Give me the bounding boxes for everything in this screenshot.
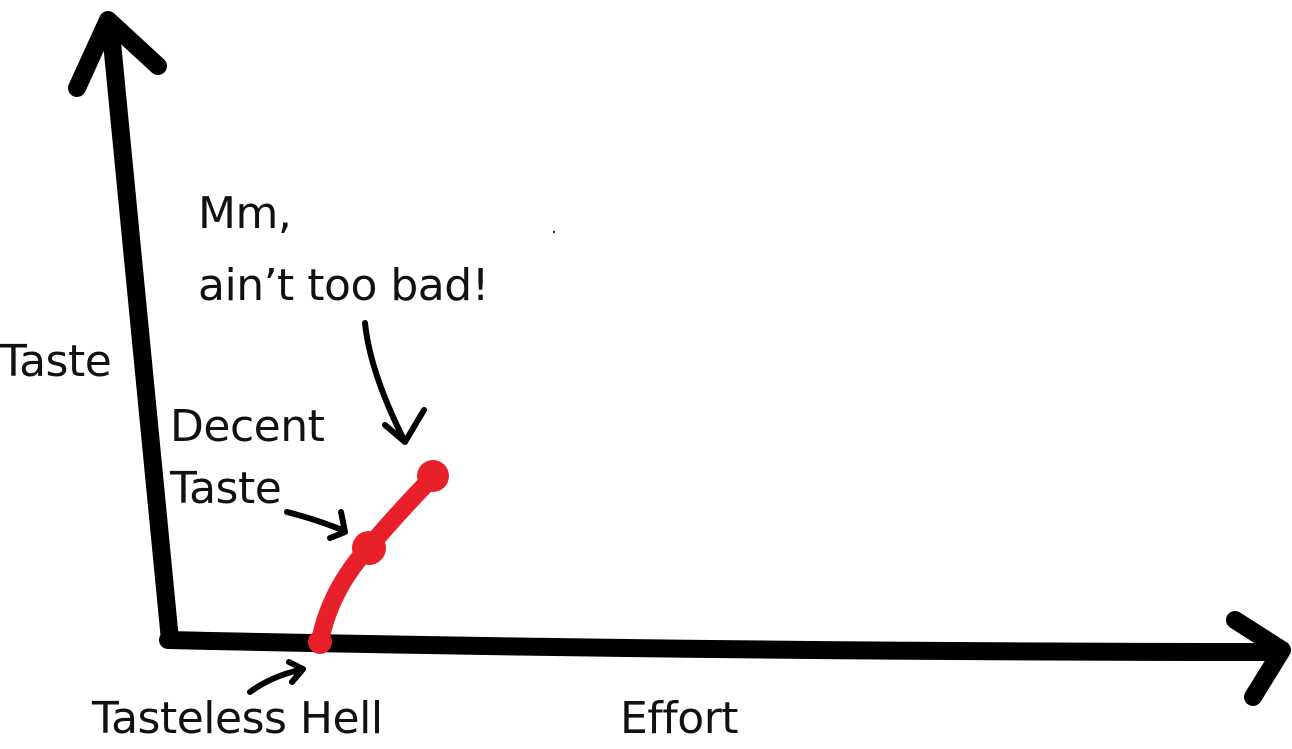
- y-axis: [68, 11, 179, 649]
- annotation-mm-line2: ain’t too bad!: [198, 260, 489, 311]
- speck: [552, 230, 556, 234]
- point-tasteless-hell: [308, 630, 332, 654]
- y-axis-label: Taste: [0, 336, 112, 387]
- x-axis-arrowhead: [1226, 611, 1291, 706]
- annotation-decent-taste: Decent Taste: [170, 396, 370, 520]
- annotation-mm-line1: Mm,: [198, 188, 292, 239]
- annotation-ain-t-too-bad: Mm, ain’t too bad!: [198, 178, 518, 322]
- x-axis-label: Effort: [620, 693, 739, 744]
- taste-curve: [308, 460, 449, 654]
- arrow-decent: [284, 509, 348, 541]
- x-axis: [159, 611, 1291, 706]
- annotation-decent-line2: Taste: [170, 463, 282, 514]
- arrow-mm: [362, 320, 427, 445]
- point-not-too-bad: [417, 460, 449, 492]
- y-axis-arrowhead: [68, 11, 167, 97]
- point-decent-taste: [352, 531, 386, 565]
- annotation-tasteless-hell: Tasteless Hell: [92, 693, 383, 744]
- annotation-decent-line1: Decent: [170, 401, 325, 452]
- arrow-tasteless: [247, 659, 306, 695]
